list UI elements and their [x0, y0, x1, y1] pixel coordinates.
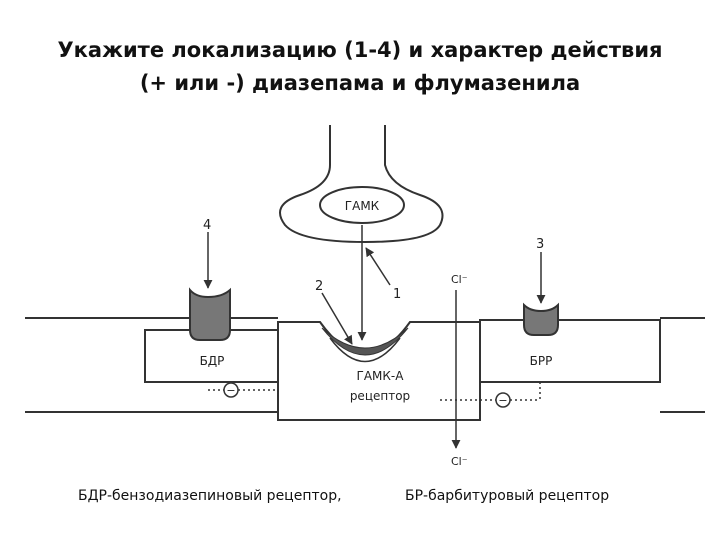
gaba-a-label-line1: ГАМК-А	[357, 369, 405, 383]
label-num-4: 4	[203, 218, 211, 233]
label-num-3: 3	[536, 237, 544, 252]
bdr-binding-site	[189, 287, 231, 341]
br-modulation-symbol	[495, 392, 511, 408]
caption-br: БР-барбитуровый рецептор	[405, 488, 610, 504]
title-line-2: (+ или -) диазепама и флумазенила	[139, 71, 581, 95]
label-num-2: 2	[315, 279, 323, 294]
bdr-modulation-sign: −	[226, 384, 235, 397]
pointer-2	[321, 292, 353, 345]
slide-title: Укажите локализацию (1-4) и характер дей…	[0, 34, 720, 100]
bdr-modulation-symbol	[223, 382, 239, 398]
label-num-1: 1	[393, 287, 401, 302]
gaba-a-label-line2: рецептор	[350, 389, 410, 403]
bdr-label: БДР	[200, 354, 225, 368]
pointer-1	[365, 247, 391, 286]
presynaptic-neuron	[279, 125, 444, 244]
br-label: БРР	[530, 354, 553, 368]
caption-bdr: БДР-бензодиазепиновый рецептор,	[78, 488, 342, 504]
gaba-neuron-label: ГАМК	[345, 199, 380, 213]
gaba-vesicle	[319, 186, 405, 224]
br-binding-site	[523, 302, 559, 336]
br-receptor-box	[479, 319, 661, 383]
chloride-top-label: Cl⁻	[451, 273, 468, 286]
title-line-1: Укажите локализацию (1-4) и характер дей…	[57, 38, 663, 62]
chloride-bottom-label: Cl⁻	[451, 455, 468, 468]
br-modulation-sign: −	[498, 394, 507, 407]
